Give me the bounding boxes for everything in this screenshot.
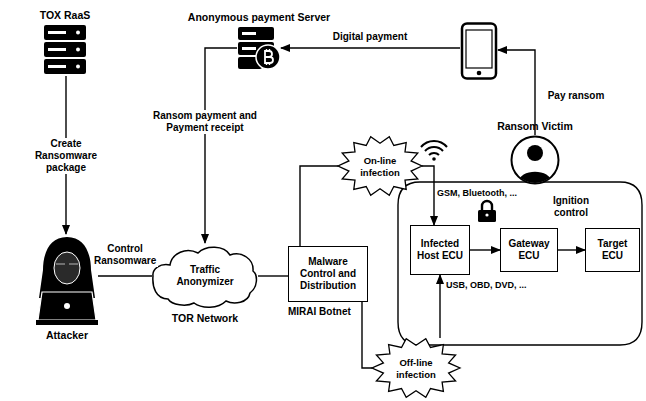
node-text: Malware Control and Distribution <box>289 256 367 292</box>
node-heading: TOR Network <box>172 312 238 324</box>
node-heading: Anonymous payment Server <box>188 11 330 23</box>
node-text: Traffic Anonymizer <box>152 264 258 288</box>
cloud-node: Traffic AnonymizerTOR Network <box>152 243 258 309</box>
edge-label: Digital payment <box>331 31 409 43</box>
ecu-box: Gateway ECU <box>500 228 558 272</box>
person-icon <box>510 135 560 185</box>
server-node: TOX RaaS <box>42 24 88 76</box>
node-heading: Ransom Victim <box>497 120 573 132</box>
connector <box>439 275 440 338</box>
node-text: Gateway ECU <box>501 238 557 262</box>
attacker-node: Attacker <box>36 234 98 326</box>
edge-label: Ignition control <box>544 195 598 219</box>
connector <box>422 166 434 225</box>
edge-label: Create Ransomware package <box>26 138 106 174</box>
annotation-label: USB, OBD, DVD, ... <box>446 280 527 291</box>
node-text: Off-line infection <box>372 357 460 380</box>
connector <box>281 47 460 48</box>
edge-label: Ransom payment and Payment receipt <box>147 110 263 134</box>
ecu-box: Target ECU <box>585 228 640 272</box>
node-text: Target ECU <box>586 238 639 262</box>
node-text: On-line infection <box>338 155 422 178</box>
payment-server-icon <box>237 26 281 70</box>
node-heading: TOX RaaS <box>40 9 91 21</box>
lock-symbol <box>478 201 496 222</box>
connector <box>98 275 152 276</box>
hacker-icon <box>36 234 98 326</box>
connector <box>558 249 585 250</box>
connector <box>362 302 372 368</box>
node-heading: Attacker <box>46 329 88 341</box>
phone-icon <box>460 22 498 80</box>
annotation-label: MIRAI Botnet <box>288 306 351 318</box>
connector <box>470 249 500 250</box>
edge-label: Pay ransom <box>546 90 607 102</box>
connector <box>258 275 288 276</box>
phone-node <box>460 22 498 80</box>
ecu-box: Infected Host ECU <box>410 225 470 275</box>
server-icon <box>42 24 88 76</box>
starburst: Off-line infection <box>372 338 460 398</box>
process-box: Malware Control and Distribution <box>288 246 368 302</box>
wifi-symbol <box>421 141 447 161</box>
connector <box>205 48 237 243</box>
starburst: On-line infection <box>338 136 422 196</box>
node-text: Infected Host ECU <box>411 238 469 262</box>
victim-node: Ransom Victim <box>510 135 560 185</box>
annotation-label: GSM, Bluetooth, ... <box>437 188 517 199</box>
connector <box>300 166 338 246</box>
edge-label: Control Ransomware <box>92 243 158 267</box>
payment-server-node: Anonymous payment Server <box>237 26 281 70</box>
